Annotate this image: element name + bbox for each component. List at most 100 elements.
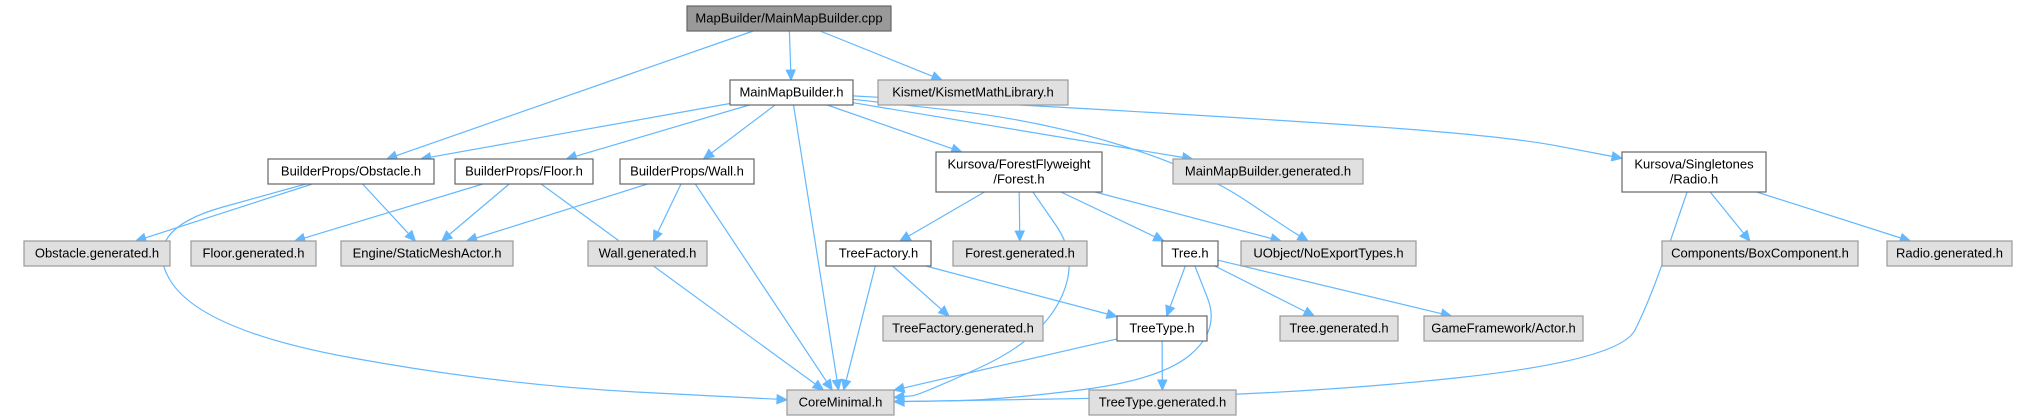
node-treetype_gen: TreeType.generated.h [1088, 389, 1237, 416]
edge-forest-to-forest_gen [1014, 191, 1025, 243]
node-boxcomp: Components/BoxComponent.h [1661, 240, 1859, 267]
edge-line [903, 191, 1070, 398]
edge-line [1060, 191, 1155, 238]
node-kismet: Kismet/KismetMathLibrary.h [877, 79, 1069, 106]
node-label: Forest.generated.h [965, 246, 1075, 261]
edge-line [476, 183, 648, 239]
edge-line [1094, 191, 1272, 240]
node-label: TreeFactory.h [839, 246, 918, 261]
node-mmb_h[interactable]: MainMapBuilder.h [729, 79, 854, 106]
edge-line [362, 183, 410, 235]
arrowhead [1296, 230, 1310, 242]
edge-obstacle-to-obstacle_gen [134, 183, 313, 243]
arrowhead [404, 229, 417, 242]
edge-line [903, 265, 1212, 403]
node-label: MapBuilder/MainMapBuilder.cpp [695, 11, 882, 26]
edge-mmb_h-to-noexport [852, 98, 1310, 242]
node-treetype[interactable]: TreeType.h [1116, 315, 1208, 342]
node-mmb_gen: MainMapBuilder.generated.h [1172, 158, 1364, 185]
node-box [1116, 315, 1208, 342]
edge-line [396, 30, 754, 157]
node-box [729, 79, 854, 106]
edge-line [540, 183, 816, 385]
node-box [340, 240, 514, 267]
edge-line [1169, 265, 1186, 307]
node-forest[interactable]: Kursova/ForestFlyweight/Forest.h [935, 151, 1103, 193]
edge-line [788, 30, 792, 71]
edge-mmb_h-to-radio [852, 95, 1624, 162]
arrowhead [702, 148, 716, 160]
edge-floor-to-coreminimal [540, 183, 825, 391]
node-box [587, 240, 708, 267]
edge-wall-to-smactor [465, 183, 648, 243]
node-label: Obstacle.generated.h [35, 246, 159, 261]
arrowhead [1157, 379, 1168, 392]
node-wall_gen: Wall.generated.h [587, 240, 708, 267]
node-label: Radio.generated.h [1896, 246, 2003, 261]
node-box [1279, 315, 1399, 342]
node-label: BuilderProps/Floor.h [465, 164, 583, 179]
arrowhead [892, 382, 906, 393]
arrowhead [821, 378, 833, 392]
node-label: Components/BoxComponent.h [1671, 246, 1849, 261]
edge-line [903, 191, 1688, 403]
node-label: Kursova/ForestFlyweight [947, 157, 1090, 172]
node-treefactory[interactable]: TreeFactory.h [825, 240, 932, 267]
edge-mmb_h-to-wall [702, 104, 776, 160]
edge-line [657, 183, 682, 233]
arrowhead [785, 69, 796, 82]
edge-treetype-to-coreminimal [892, 338, 1118, 393]
node-radio[interactable]: Kursova/Singletones/Radio.h [1621, 151, 1767, 193]
edge-radio-to-radio_gen [1756, 191, 1912, 243]
edge-tree-to-tree_gen [1214, 265, 1316, 317]
node-smactor: Engine/StaticMeshActor.h [340, 240, 514, 267]
node-box [952, 240, 1088, 267]
node-treefactory_gen: TreeFactory.generated.h [882, 315, 1044, 342]
edge-mmb_h-to-floor [565, 104, 750, 162]
node-box [1621, 151, 1767, 193]
node-label: UObject/NoExportTypes.h [1253, 246, 1403, 261]
node-box [619, 158, 755, 185]
node-label: Tree.generated.h [1289, 321, 1388, 336]
edge-floor-to-smactor [440, 183, 510, 242]
node-wall[interactable]: BuilderProps/Wall.h [619, 158, 755, 185]
node-box [935, 151, 1103, 193]
edge-line [1756, 191, 1901, 239]
node-label: MainMapBuilder.h [739, 85, 843, 100]
node-label: Tree.h [1171, 246, 1208, 261]
node-coreminimal: CoreMinimal.h [786, 389, 895, 416]
node-floor[interactable]: BuilderProps/Floor.h [454, 158, 594, 185]
node-label: TreeFactory.generated.h [892, 321, 1034, 336]
edge-line [819, 30, 933, 77]
node-radio_gen: Radio.generated.h [1886, 240, 2013, 267]
node-box [267, 158, 435, 185]
edge-line [1217, 259, 1442, 315]
node-box [454, 158, 594, 185]
node-label: /Forest.h [993, 172, 1044, 187]
edge-line [908, 191, 985, 237]
node-label: Kursova/Singletones [1634, 157, 1754, 172]
arrowhead [1739, 229, 1751, 242]
edge-tree-to-coreminimal [892, 265, 1212, 407]
arrowhead [930, 71, 944, 81]
arrowhead [892, 396, 905, 407]
node-box [1161, 240, 1219, 267]
edge-mmb_h-to-coreminimal [792, 104, 843, 392]
arrowhead [440, 230, 454, 242]
node-tree[interactable]: Tree.h [1161, 240, 1219, 267]
edge-wall-to-wall_gen [652, 183, 682, 243]
node-label: Wall.generated.h [599, 246, 697, 261]
node-label: Kismet/KismetMathLibrary.h [892, 85, 1054, 100]
node-box [1886, 240, 2013, 267]
node-actor: GameFramework/Actor.h [1423, 315, 1584, 342]
edge-root-to-mmb_h [785, 30, 796, 82]
edge-forest-to-treefactory [898, 191, 985, 242]
edge-treefactory-to-treefactory_gen [892, 265, 950, 317]
node-obstacle[interactable]: BuilderProps/Obstacle.h [267, 158, 435, 185]
edge-line [845, 265, 876, 381]
edge-line [792, 104, 838, 381]
arrowhead [1302, 306, 1316, 317]
node-label: BuilderProps/Wall.h [630, 164, 744, 179]
node-obstacle_gen: Obstacle.generated.h [23, 240, 171, 267]
node-box [23, 240, 171, 267]
